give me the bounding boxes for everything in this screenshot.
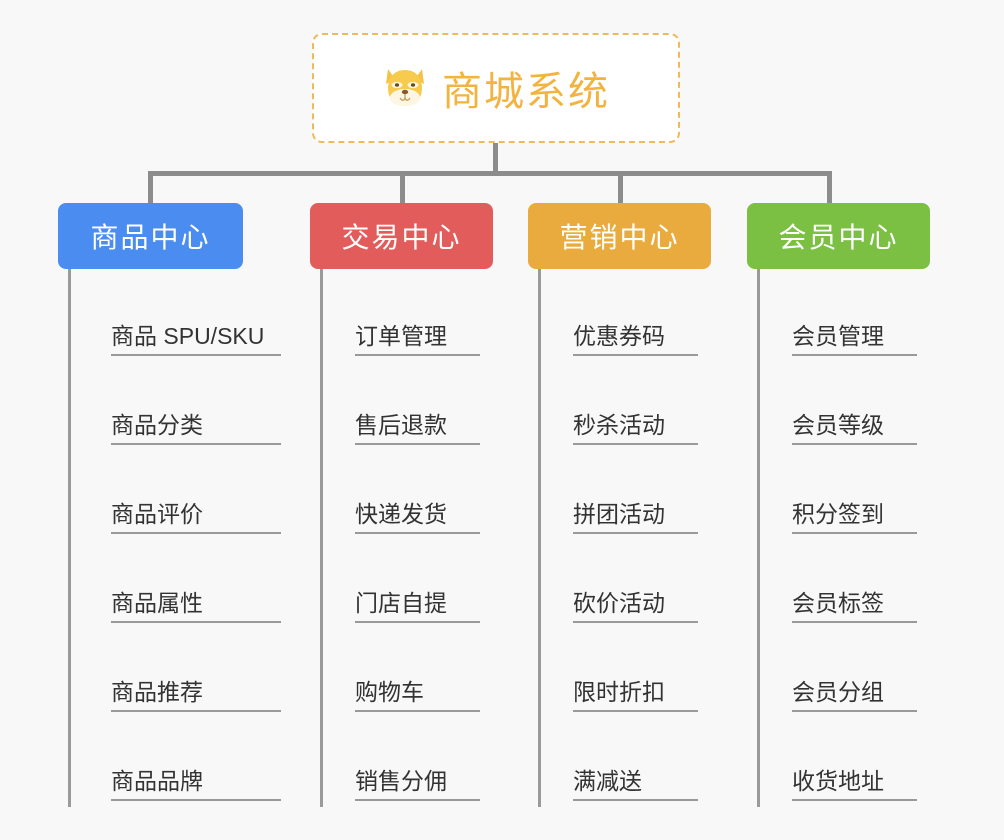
item-label: 秒杀活动 <box>573 412 698 445</box>
list-item[interactable]: 收货地址 <box>760 718 930 807</box>
list-item[interactable]: 商品推荐 <box>71 629 281 718</box>
list-item[interactable]: 订单管理 <box>323 273 493 362</box>
category-column-4: 会员中心 会员管理 会员等级 积分签到 会员标签 会员分组 收货地址 <box>747 203 930 807</box>
item-label: 订单管理 <box>355 323 480 356</box>
category-items-2: 订单管理 售后退款 快递发货 门店自提 购物车 销售分佣 <box>320 269 493 807</box>
item-label: 门店自提 <box>355 590 480 623</box>
category-items-1: 商品 SPU/SKU 商品分类 商品评价 商品属性 商品推荐 商品品牌 <box>68 269 281 807</box>
list-item[interactable]: 商品 SPU/SKU <box>71 273 281 362</box>
list-item[interactable]: 积分签到 <box>760 451 930 540</box>
category-column-1: 商品中心 商品 SPU/SKU 商品分类 商品评价 商品属性 商品推荐 商品品牌 <box>58 203 281 807</box>
list-item[interactable]: 商品分类 <box>71 362 281 451</box>
connector-drop-1 <box>148 171 153 203</box>
list-item[interactable]: 秒杀活动 <box>541 362 711 451</box>
item-label: 商品品牌 <box>111 768 281 801</box>
list-item[interactable]: 购物车 <box>323 629 493 718</box>
list-item[interactable]: 限时折扣 <box>541 629 711 718</box>
list-item[interactable]: 商品属性 <box>71 540 281 629</box>
list-item[interactable]: 会员等级 <box>760 362 930 451</box>
connector-drop-3 <box>618 171 623 203</box>
list-item[interactable]: 优惠券码 <box>541 273 711 362</box>
item-label: 砍价活动 <box>573 590 698 623</box>
list-item[interactable]: 会员分组 <box>760 629 930 718</box>
list-item[interactable]: 门店自提 <box>323 540 493 629</box>
item-label: 收货地址 <box>792 768 917 801</box>
category-title-1: 商品中心 <box>90 222 211 253</box>
list-item[interactable]: 售后退款 <box>323 362 493 451</box>
category-header-4[interactable]: 会员中心 <box>747 203 930 269</box>
item-label: 商品评价 <box>111 501 281 534</box>
item-label: 会员分组 <box>792 679 917 712</box>
category-header-1[interactable]: 商品中心 <box>58 203 243 269</box>
item-label: 会员标签 <box>792 590 917 623</box>
connector-drop-2 <box>400 171 405 203</box>
list-item[interactable]: 快递发货 <box>323 451 493 540</box>
list-item[interactable]: 商品品牌 <box>71 718 281 807</box>
item-label: 商品分类 <box>111 412 281 445</box>
category-items-4: 会员管理 会员等级 积分签到 会员标签 会员分组 收货地址 <box>757 269 930 807</box>
item-label: 优惠券码 <box>573 323 698 356</box>
root-node[interactable]: 商城系统 <box>312 33 680 143</box>
item-label: 会员等级 <box>792 412 917 445</box>
item-label: 会员管理 <box>792 323 917 356</box>
item-label: 商品推荐 <box>111 679 281 712</box>
item-label: 销售分佣 <box>355 768 480 801</box>
category-title-2: 交易中心 <box>341 222 462 253</box>
category-items-3: 优惠券码 秒杀活动 拼团活动 砍价活动 限时折扣 满减送 <box>538 269 711 807</box>
list-item[interactable]: 会员管理 <box>760 273 930 362</box>
item-label: 商品属性 <box>111 590 281 623</box>
item-label: 快递发货 <box>355 501 480 534</box>
category-title-4: 会员中心 <box>778 222 899 253</box>
category-column-3: 营销中心 优惠券码 秒杀活动 拼团活动 砍价活动 限时折扣 满减送 <box>528 203 711 807</box>
item-label: 售后退款 <box>355 412 480 445</box>
connector-drop-4 <box>827 171 832 203</box>
category-header-2[interactable]: 交易中心 <box>310 203 493 269</box>
shiba-dog-icon <box>382 65 428 111</box>
root-title: 商城系统 <box>442 70 610 114</box>
list-item[interactable]: 砍价活动 <box>541 540 711 629</box>
item-label: 满减送 <box>573 768 698 801</box>
list-item[interactable]: 商品评价 <box>71 451 281 540</box>
connector-horizontal-bar <box>148 171 832 176</box>
category-title-3: 营销中心 <box>559 222 680 253</box>
list-item[interactable]: 满减送 <box>541 718 711 807</box>
list-item[interactable]: 拼团活动 <box>541 451 711 540</box>
category-column-2: 交易中心 订单管理 售后退款 快递发货 门店自提 购物车 销售分佣 <box>310 203 493 807</box>
item-label: 商品 SPU/SKU <box>111 323 281 356</box>
item-label: 限时折扣 <box>573 679 698 712</box>
connector-root-stem <box>493 143 498 173</box>
item-label: 拼团活动 <box>573 501 698 534</box>
list-item[interactable]: 会员标签 <box>760 540 930 629</box>
item-label: 积分签到 <box>792 501 917 534</box>
list-item[interactable]: 销售分佣 <box>323 718 493 807</box>
item-label: 购物车 <box>355 679 480 712</box>
category-header-3[interactable]: 营销中心 <box>528 203 711 269</box>
